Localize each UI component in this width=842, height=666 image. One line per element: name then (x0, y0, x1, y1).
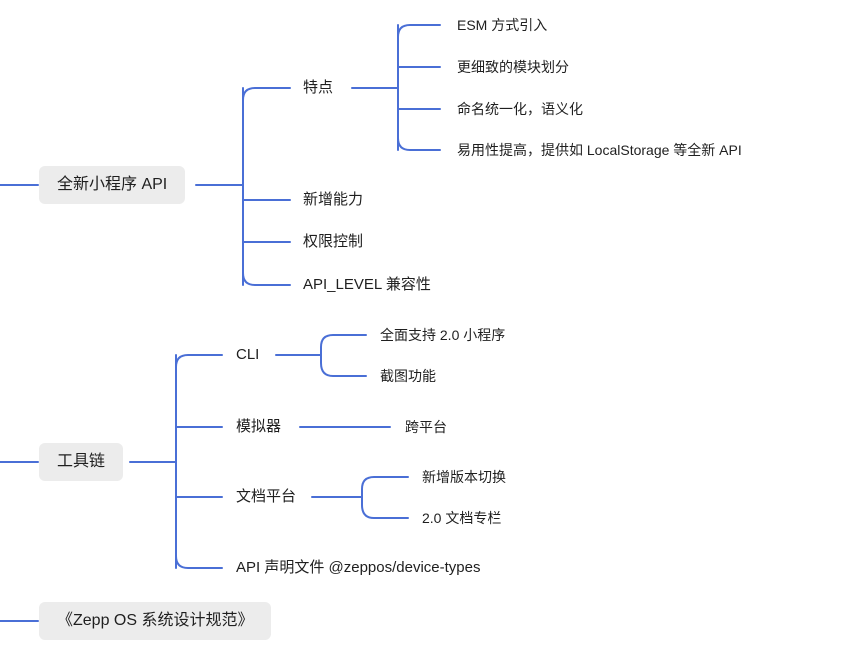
connector-api-trunk (195, 87, 244, 286)
node-docs-platform[interactable]: 文档平台 (236, 488, 297, 505)
node-cli[interactable]: CLI (236, 346, 260, 363)
topic-design-spec[interactable]: 《Zepp OS 系统设计规范》 (39, 602, 272, 640)
node-permission-control[interactable]: 权限控制 (303, 233, 364, 250)
leaf-cli-support[interactable]: 全面支持 2.0 小程序 (380, 327, 506, 343)
topic-toolchain[interactable]: 工具链 (39, 443, 124, 481)
node-api-declaration[interactable]: API 声明文件 @zeppos/device-types (236, 559, 481, 576)
connector-docs (311, 476, 409, 519)
leaf-cli-screenshot[interactable]: 截图功能 (380, 368, 436, 384)
leaf-cross-platform[interactable]: 跨平台 (405, 419, 447, 435)
connector-features (351, 24, 441, 151)
node-new-capabilities[interactable]: 新增能力 (303, 191, 364, 208)
connector-cli (275, 334, 367, 377)
node-simulator[interactable]: 模拟器 (236, 418, 282, 435)
leaf-version-switch[interactable]: 新增版本切换 (422, 469, 506, 485)
connector-tools-children (175, 354, 223, 569)
leaf-usability[interactable]: 易用性提高，提供如 LocalStorage 等全新 API (457, 142, 742, 158)
connector-api-children (242, 87, 291, 286)
connector-tools-trunk (129, 354, 177, 569)
node-api-level[interactable]: API_LEVEL 兼容性 (303, 276, 431, 293)
leaf-esm[interactable]: ESM 方式引入 (457, 17, 548, 33)
leaf-naming[interactable]: 命名统一化，语义化 (457, 101, 583, 117)
node-features[interactable]: 特点 (303, 79, 334, 96)
leaf-modules[interactable]: 更细致的模块划分 (457, 59, 569, 75)
leaf-docs-column[interactable]: 2.0 文档专栏 (422, 510, 502, 526)
topic-new-api[interactable]: 全新小程序 API (39, 166, 186, 204)
